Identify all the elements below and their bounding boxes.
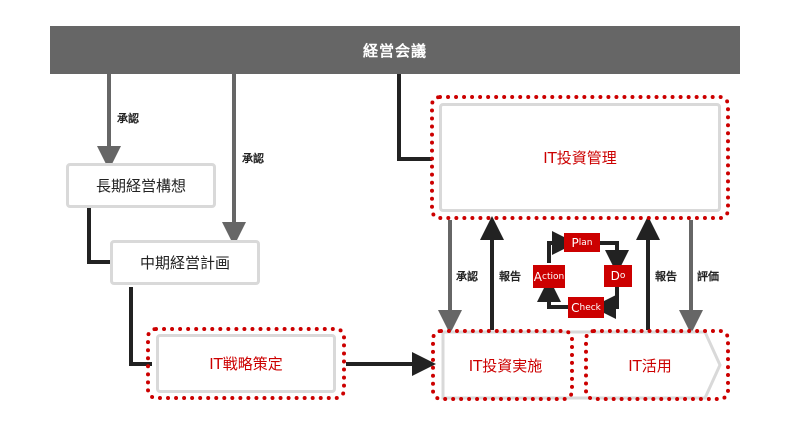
node-it-utilization-label: IT活用 [628,356,672,375]
node-mid-term-plan[interactable]: 中期経営計画 [110,240,260,285]
approval-label-1: 承認 [117,112,139,125]
long-to-mid-connector [87,208,110,264]
report-label-1: 報告 [499,270,521,283]
it-strategy-highlight [146,327,346,400]
node-it-strategy-label: IT戦略策定 [209,355,283,373]
approval-label-3: 承認 [456,270,478,283]
node-long-term-plan-label: 長期経営構想 [95,177,186,195]
node-it-investment-mgmt-label: IT投資管理 [543,149,617,167]
node-mid-term-plan-label: 中期経営計画 [139,254,230,272]
it-investment-mgmt-highlight [430,95,730,220]
mgmt-connector [397,74,432,161]
approval-label-2: 承認 [242,152,264,165]
node-it-investment-exec[interactable]: IT投資実施 [443,334,568,396]
pdca-loop-plan-do [600,241,629,274]
pdca-loop-do-check [592,287,619,319]
management-meeting-bar: 経営会議 [50,26,740,74]
node-it-strategy[interactable]: IT戦略策定 [156,334,336,393]
report-label-2: 報告 [655,270,677,283]
pdca-loop-action-plan [547,231,576,263]
management-meeting-title: 経営会議 [362,41,427,60]
node-it-investment-exec-label: IT投資実施 [468,356,543,375]
node-it-utilization[interactable]: IT活用 [590,334,710,396]
it-utilization-highlight [584,329,730,401]
mid-to-strategy-connector [129,287,152,366]
node-it-investment-mgmt[interactable]: IT投資管理 [439,103,721,212]
pdca-loop-check-action [537,278,568,309]
node-long-term-plan[interactable]: 長期経営構想 [66,163,216,208]
evaluation-label: 評価 [697,270,719,283]
it-investment-exec-highlight [431,329,574,401]
